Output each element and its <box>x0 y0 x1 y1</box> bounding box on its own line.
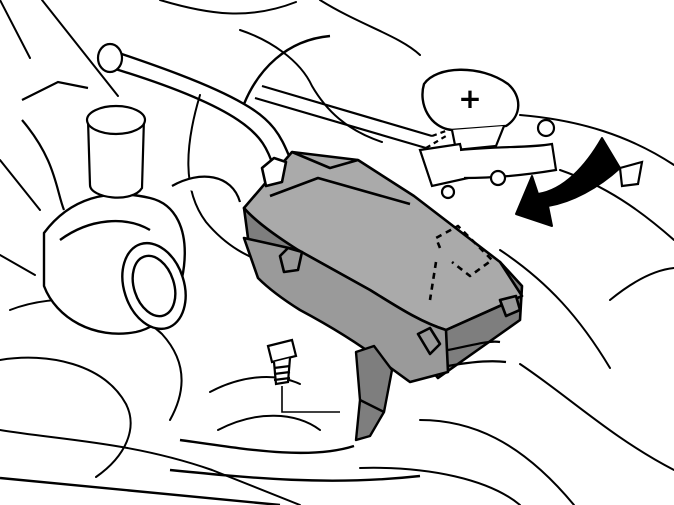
positive-terminal-symbol: + <box>458 82 481 115</box>
coolant-neck <box>21 80 242 211</box>
wire-harness <box>447 340 507 368</box>
fuse-box-bracket <box>354 344 394 442</box>
battery-cable <box>254 84 455 150</box>
fuse-box <box>242 150 524 384</box>
hose-clamp <box>96 42 124 74</box>
bolt-leader-line <box>281 386 340 413</box>
curved-arrow-icon <box>515 137 621 227</box>
upper-hose <box>103 34 331 169</box>
frame-rails <box>0 438 421 505</box>
bolt-icon <box>266 338 298 386</box>
battery-positive-terminal-icon: + <box>421 68 520 152</box>
intake-hose <box>42 193 187 335</box>
terminal-bracket <box>418 118 644 200</box>
